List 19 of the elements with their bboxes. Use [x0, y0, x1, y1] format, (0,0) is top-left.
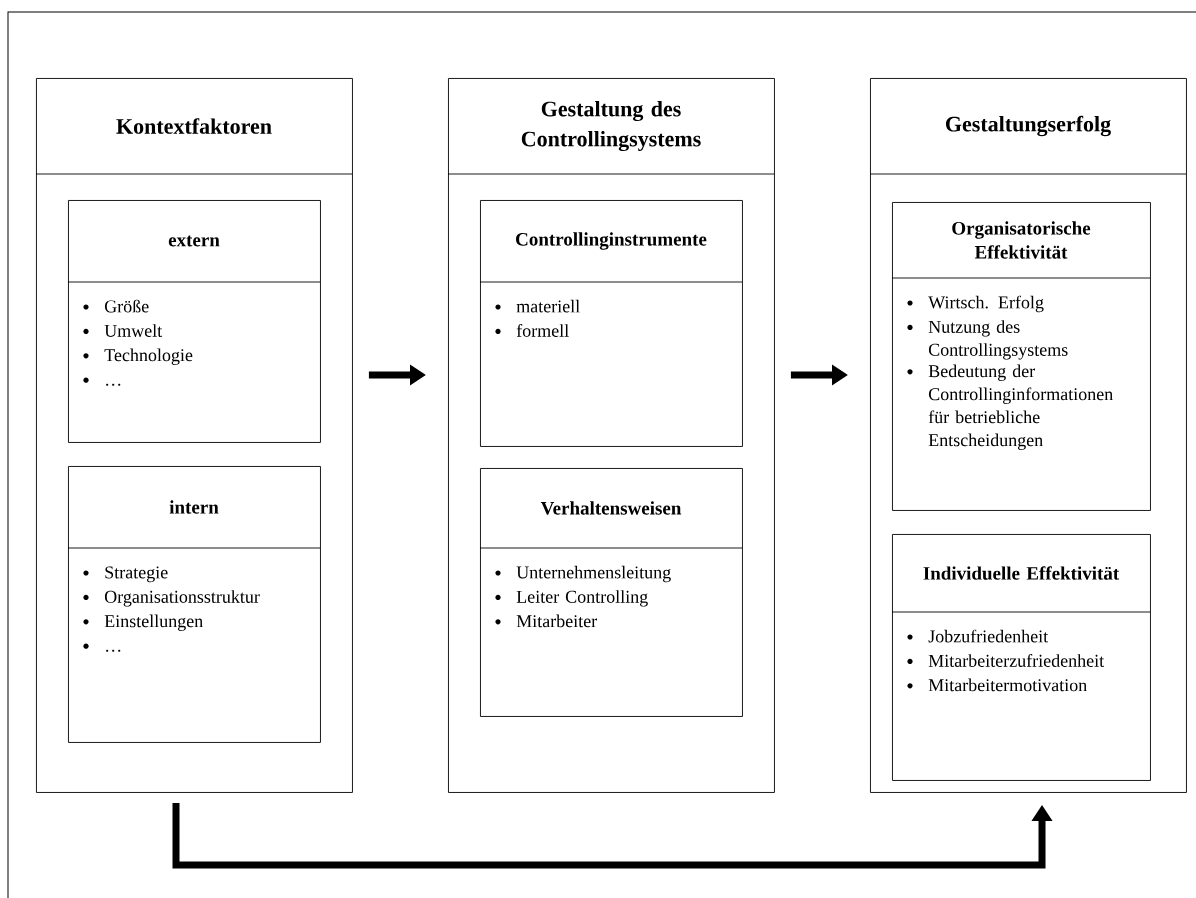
bullet-item: materiell	[495, 299, 580, 313]
bullet-item: Nutzung des Controllingsystems	[907, 320, 1068, 360]
bullet-item: Bedeutung der Controllinginformationen für betriebliche Entscheidungen	[907, 364, 1113, 450]
bullet-item: Umwelt	[83, 324, 163, 337]
bullet-item: Einstellungen	[83, 614, 203, 631]
bullet-item: Unternehmensleitung	[495, 565, 671, 583]
bullet-item: formell	[495, 324, 569, 337]
bullet-item: …	[83, 643, 121, 652]
bullet-item: Leiter Controlling	[495, 590, 648, 607]
bullet-item: Technologie	[83, 348, 193, 365]
bullet-item: Strategie	[83, 566, 168, 583]
bullet-item: Organisationsstruktur	[83, 590, 260, 607]
bullet-item: Jobzufriedenheit	[907, 629, 1049, 643]
bullet-item: Größe	[83, 299, 149, 313]
bullet-item: Mitarbeiter	[495, 614, 598, 628]
bullet-item: Wirtsch. Erfolg	[907, 295, 1044, 313]
bullet-item: Mitarbeitermotivation	[907, 678, 1087, 692]
bullet-item: …	[83, 377, 121, 386]
bullet-item: Mitarbeiterzufriedenheit	[907, 654, 1105, 667]
